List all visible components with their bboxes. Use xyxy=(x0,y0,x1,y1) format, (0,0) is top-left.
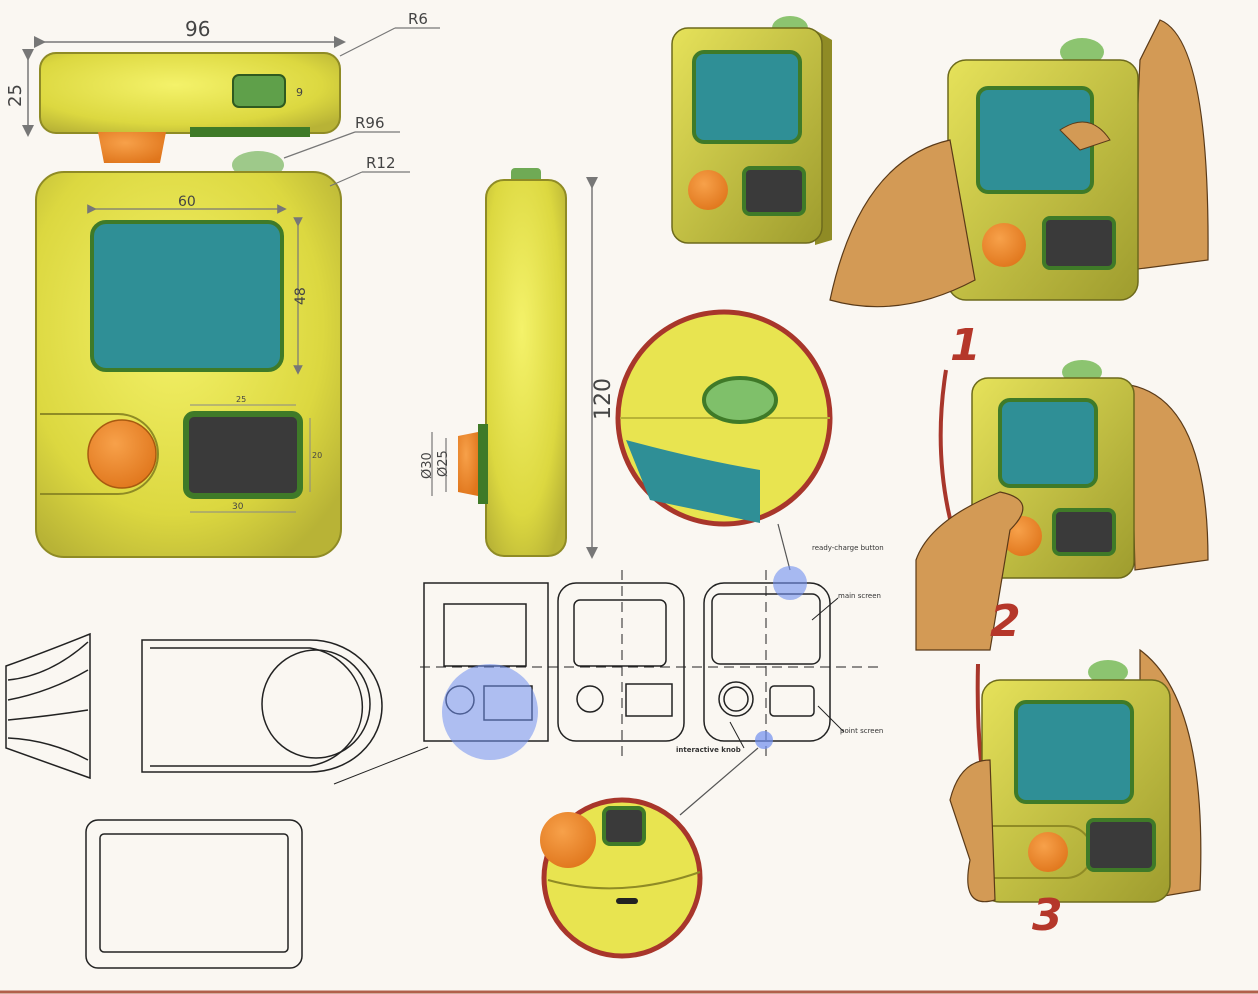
top-view-body xyxy=(39,52,341,134)
side-view: 120 Ø30 Ø25 xyxy=(420,168,616,559)
top-view-bottom-bezel xyxy=(190,127,310,137)
label-ready-button: ready-charge button xyxy=(812,544,884,552)
front-view-main-screen xyxy=(90,220,284,372)
front-screen-width-dim: 60 xyxy=(178,194,196,210)
front-radius-dim-1: R96 xyxy=(355,114,385,132)
top-height-dim: 25 xyxy=(5,84,26,107)
top-view-knob xyxy=(98,132,166,163)
sketch-front-3 xyxy=(703,582,831,742)
front-view: 60 48 25 20 30 R96 R12 xyxy=(35,114,410,558)
side-view-body xyxy=(485,179,567,557)
label-point-screen: point screen xyxy=(840,727,883,735)
front-view-point-screen xyxy=(183,411,303,499)
sketch-horn xyxy=(5,632,91,780)
detail-callout-port xyxy=(540,747,759,959)
hand-icon xyxy=(1129,19,1209,271)
step-number-1: 1 xyxy=(950,320,981,371)
label-main-screen: main screen xyxy=(838,592,881,600)
label-interactive-knob: interactive knob xyxy=(676,746,741,754)
line-sketches xyxy=(5,570,880,969)
front-point-top-dim: 25 xyxy=(236,395,246,404)
usage-sequence: 1 2 3 xyxy=(829,19,1209,941)
top-radius-dim: R6 xyxy=(408,10,428,28)
step-number-3: 3 xyxy=(1032,890,1063,941)
render-knob xyxy=(688,170,728,210)
highlight-port xyxy=(755,731,773,749)
front-point-side-dim: 20 xyxy=(312,451,322,460)
front-point-bottom-dim: 30 xyxy=(232,502,244,512)
detail-knob xyxy=(540,812,596,868)
top-button-dim: 9 xyxy=(296,86,303,99)
detail-callout-button xyxy=(615,309,833,571)
render-point-screen xyxy=(742,166,806,216)
usage-step-1 xyxy=(829,19,1209,308)
highlight-ready-button xyxy=(773,566,807,600)
detail-ready-button xyxy=(702,376,778,424)
detail-usb-port xyxy=(616,898,638,904)
side-knob-dim-2: Ø25 xyxy=(436,450,451,477)
front-screen-height-dim: 48 xyxy=(293,287,309,305)
side-knob-dim-1: Ø30 xyxy=(420,452,435,479)
highlight-knob-area xyxy=(442,664,538,760)
sketch-screen-frame xyxy=(85,819,303,969)
side-view-bezel xyxy=(478,424,488,504)
side-height-dim: 120 xyxy=(591,378,616,420)
step-number-2: 2 xyxy=(990,596,1021,647)
usage-step-2 xyxy=(915,360,1209,651)
detail-point-screen xyxy=(602,806,646,846)
top-view: 96 25 R6 9 xyxy=(5,10,440,163)
usage-step-3 xyxy=(949,648,1202,903)
side-view-knob xyxy=(458,432,478,496)
top-view-ready-button xyxy=(232,74,286,108)
front-view-knob xyxy=(87,419,157,489)
top-width-dim: 96 xyxy=(185,17,210,41)
render-3d xyxy=(671,16,832,245)
front-view-knob-track xyxy=(40,413,159,495)
front-radius-dim-2: R12 xyxy=(366,154,396,172)
render-main-screen xyxy=(692,50,802,144)
sketch-knob-housing xyxy=(141,639,383,773)
sketch-front-2 xyxy=(557,582,685,742)
